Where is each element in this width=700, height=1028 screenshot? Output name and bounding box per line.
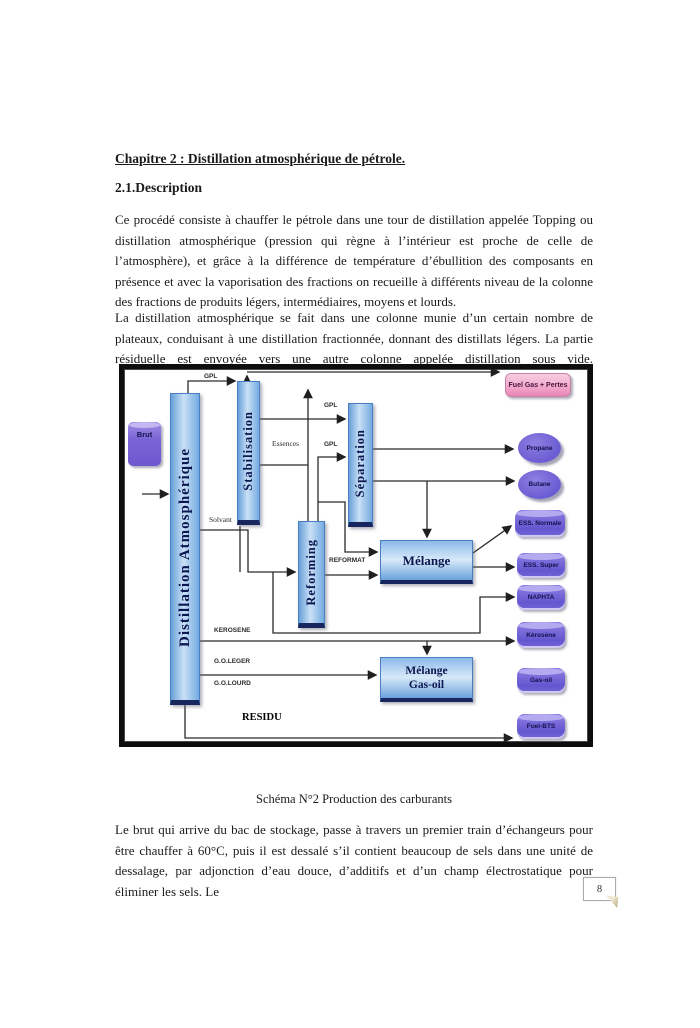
stream-label-essences: Essences bbox=[272, 439, 300, 448]
node-kerosene-tank: Kérosène bbox=[517, 622, 565, 648]
node-label: ESS. Super bbox=[523, 562, 559, 569]
node-label: Brut bbox=[136, 430, 153, 439]
stream-label-residu: RESIDU bbox=[242, 712, 282, 723]
node-reforming-column: Reforming bbox=[298, 521, 325, 628]
node-label-line1: Mélange bbox=[405, 665, 448, 677]
node-butane-tank: Butane bbox=[518, 470, 561, 499]
stream-label-gpl-3: GPL bbox=[324, 441, 338, 448]
node-label: Reforming bbox=[304, 539, 318, 606]
node-naphta-tank: NAPHTA bbox=[517, 585, 565, 610]
page-fold-icon bbox=[604, 895, 618, 908]
paragraph-description-1: Ce procédé consiste à chauffer le pétrol… bbox=[115, 212, 593, 309]
node-crude-feed: Brut bbox=[128, 422, 161, 466]
flow-arrows bbox=[142, 369, 516, 742]
stream-label-gpl-2: GPL bbox=[324, 402, 338, 409]
node-label: NAPHTA bbox=[527, 594, 555, 601]
process-flow-diagram: Brut Distillation Atmosphérique Stabilis… bbox=[119, 364, 593, 747]
node-label: Stabilisation bbox=[241, 411, 255, 491]
page-number: 8 bbox=[596, 883, 603, 895]
node-essence-super-tank: ESS. Super bbox=[517, 553, 565, 578]
stream-label-gpl-1: GPL bbox=[204, 373, 218, 380]
node-label: Distillation Atmosphérique bbox=[176, 447, 193, 647]
node-stabilisation-column: Stabilisation bbox=[237, 381, 260, 525]
page-number-box: 8 bbox=[583, 877, 616, 901]
node-melange-gasoil-blender: Mélange Gas-oil bbox=[380, 657, 473, 702]
chapter-heading: Chapitre 2 : Distillation atmosphérique … bbox=[115, 151, 406, 166]
node-label: Kérosène bbox=[526, 631, 556, 639]
stream-label-solvant: Solvant bbox=[209, 515, 232, 524]
section-heading: 2.1.Description bbox=[115, 180, 202, 195]
node-essence-normale-tank: ESS. Normale bbox=[515, 510, 565, 537]
node-fuel-bts-tank: Fuel-BTS bbox=[517, 714, 565, 739]
node-fuel-gas-pertes: Fuel Gas + Pertes bbox=[505, 373, 571, 397]
stream-label-reformat: REFORMAT bbox=[329, 557, 366, 564]
node-separation-column: Séparation bbox=[348, 403, 373, 527]
node-label: Fuel Gas + Pertes bbox=[508, 381, 568, 389]
node-label: Butane bbox=[528, 481, 551, 488]
node-label: Mélange bbox=[402, 552, 451, 568]
stream-label-go-leger: G.O.LEGER bbox=[214, 658, 251, 665]
stream-label-go-lourd: G.O.LOURD bbox=[214, 680, 251, 687]
node-label: ESS. Normale bbox=[518, 520, 562, 527]
node-propane-tank: Propane bbox=[518, 433, 561, 463]
figure-caption: Schéma N°2 Production des carburants bbox=[256, 792, 452, 806]
node-melange-blender: Mélange bbox=[380, 540, 473, 584]
node-label: Fuel-BTS bbox=[526, 723, 556, 730]
node-gasoil-tank: Gas-oil bbox=[517, 668, 565, 693]
node-label: Séparation bbox=[353, 428, 367, 498]
node-distillation-column: Distillation Atmosphérique bbox=[170, 393, 200, 705]
node-label: Propane bbox=[526, 444, 553, 452]
node-label: Gas-oil bbox=[529, 677, 553, 684]
paragraph-description-2: La distillation atmosphérique se fait da… bbox=[115, 310, 593, 366]
paragraph-description-3: Le brut qui arrive du bac de stockage, p… bbox=[115, 822, 593, 899]
node-label-line2: Gas-oil bbox=[408, 679, 445, 691]
stream-label-kerosene: KEROSENE bbox=[214, 627, 251, 634]
